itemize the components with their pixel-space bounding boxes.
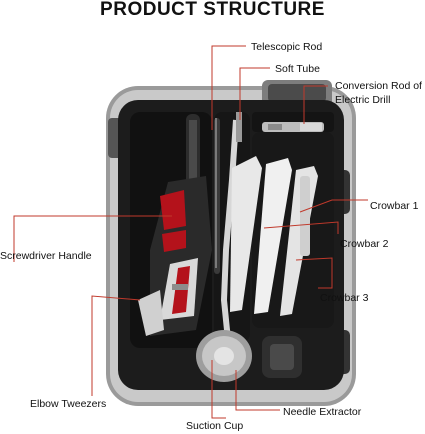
crowbar-2-shape	[254, 158, 292, 314]
callout-needle-extractor	[235, 370, 280, 411]
callout-crowbar-3	[295, 257, 333, 289]
page-title: PRODUCT STRUCTURE	[100, 0, 325, 20]
callout-crowbar-2	[263, 221, 339, 234]
callout-telescopic-rod	[211, 45, 246, 130]
screwdriver-handle	[150, 114, 212, 336]
label-elbow-tweezers: Elbow Tweezers	[30, 398, 107, 410]
conversion-rod	[262, 122, 324, 132]
label-conversion-rod-line2: Electric Drill	[335, 94, 391, 106]
callout-suction-cup	[211, 360, 226, 419]
label-crowbar-1: Crowbar 1	[370, 200, 419, 212]
label-soft-tube: Soft Tube	[275, 63, 320, 75]
callout-soft-tube	[239, 67, 270, 120]
crowbar-1-shape	[230, 156, 262, 312]
label-crowbar-2: Crowbar 2	[340, 238, 389, 250]
label-needle-extractor: Needle Extractor	[283, 406, 362, 418]
elbow-tweezers-shape	[138, 290, 164, 336]
label-telescopic-rod: Telescopic Rod	[251, 41, 323, 53]
callout-lines	[13, 45, 368, 419]
callout-elbow-tweezers	[91, 295, 141, 396]
callout-screwdriver-handle	[13, 215, 172, 262]
callout-conversion-rod	[303, 85, 328, 124]
label-suction-cup: Suction Cup	[186, 420, 244, 432]
suction-cup-shape	[196, 330, 252, 382]
label-screwdriver-handle: Screwdriver Handle	[0, 250, 92, 262]
callout-crowbar-1	[299, 199, 368, 213]
label-crowbar-3: Crowbar 3	[320, 292, 369, 304]
label-conversion-rod-line1: Conversion Rod of	[335, 80, 422, 92]
